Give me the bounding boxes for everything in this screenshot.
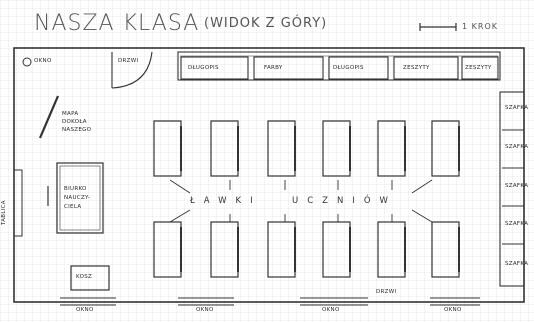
right-cabinet-label: SZAFKA [505, 183, 529, 189]
plan-title: NASZA KLASA [34, 11, 200, 36]
bottom-door-label: DRZWI [376, 289, 397, 295]
label-arrows [169, 179, 433, 223]
bottom-windows [60, 297, 480, 306]
cabinet-label: ZESZYTY [465, 65, 492, 71]
student-desks-bottom-row [153, 221, 460, 278]
right-cabinets [499, 91, 525, 287]
door-top [111, 51, 153, 89]
door-label: DRZWI [118, 58, 139, 64]
left-wall-label: TABLICA [1, 200, 7, 225]
bin-label: KOSZ [76, 274, 93, 280]
right-cabinet-label: SZAFKA [505, 144, 529, 150]
right-cabinet-label: SZAFKA [505, 261, 529, 267]
left-wall-board [13, 169, 23, 237]
window-label: OKNO [34, 58, 52, 64]
waste-bin [70, 265, 110, 291]
map-wall-line [38, 95, 60, 139]
map-label: DOKOŁA [62, 119, 87, 125]
banner-word-lawki: ŁAWKI [190, 196, 262, 206]
right-cabinet-label: SZAFKA [505, 221, 529, 227]
window-circle [22, 57, 32, 67]
cabinet-label: FARBY [264, 65, 283, 71]
cabinet-label: DŁUGOPIS [333, 65, 364, 71]
cabinet-label: DŁUGOPIS [188, 65, 219, 71]
desk-label: BIURKO [64, 186, 87, 192]
map-label: MAPA [62, 111, 79, 117]
bottom-window-label: OKNO [322, 307, 340, 313]
scale-label: 1 KROK [462, 22, 498, 31]
top-cabinets [177, 51, 501, 81]
cabinet-label: ZESZYTY [403, 65, 430, 71]
bottom-window-label: OKNO [444, 307, 462, 313]
desk-label: NAUCZY- [64, 195, 91, 201]
right-cabinet-label: SZAFKA [505, 105, 529, 111]
scale-bar [419, 23, 457, 31]
bottom-window-label: OKNO [196, 307, 214, 313]
banner-word-uczniow: UCZNIÓW [292, 196, 397, 206]
desk-label: CIELA [64, 204, 82, 210]
plan-subtitle: (WIDOK Z GÓRY) [204, 16, 328, 31]
map-label: NASZEGO [62, 127, 92, 133]
bottom-window-label: OKNO [76, 307, 94, 313]
teacher-desk [47, 162, 104, 234]
student-desks-top-row [153, 120, 460, 177]
